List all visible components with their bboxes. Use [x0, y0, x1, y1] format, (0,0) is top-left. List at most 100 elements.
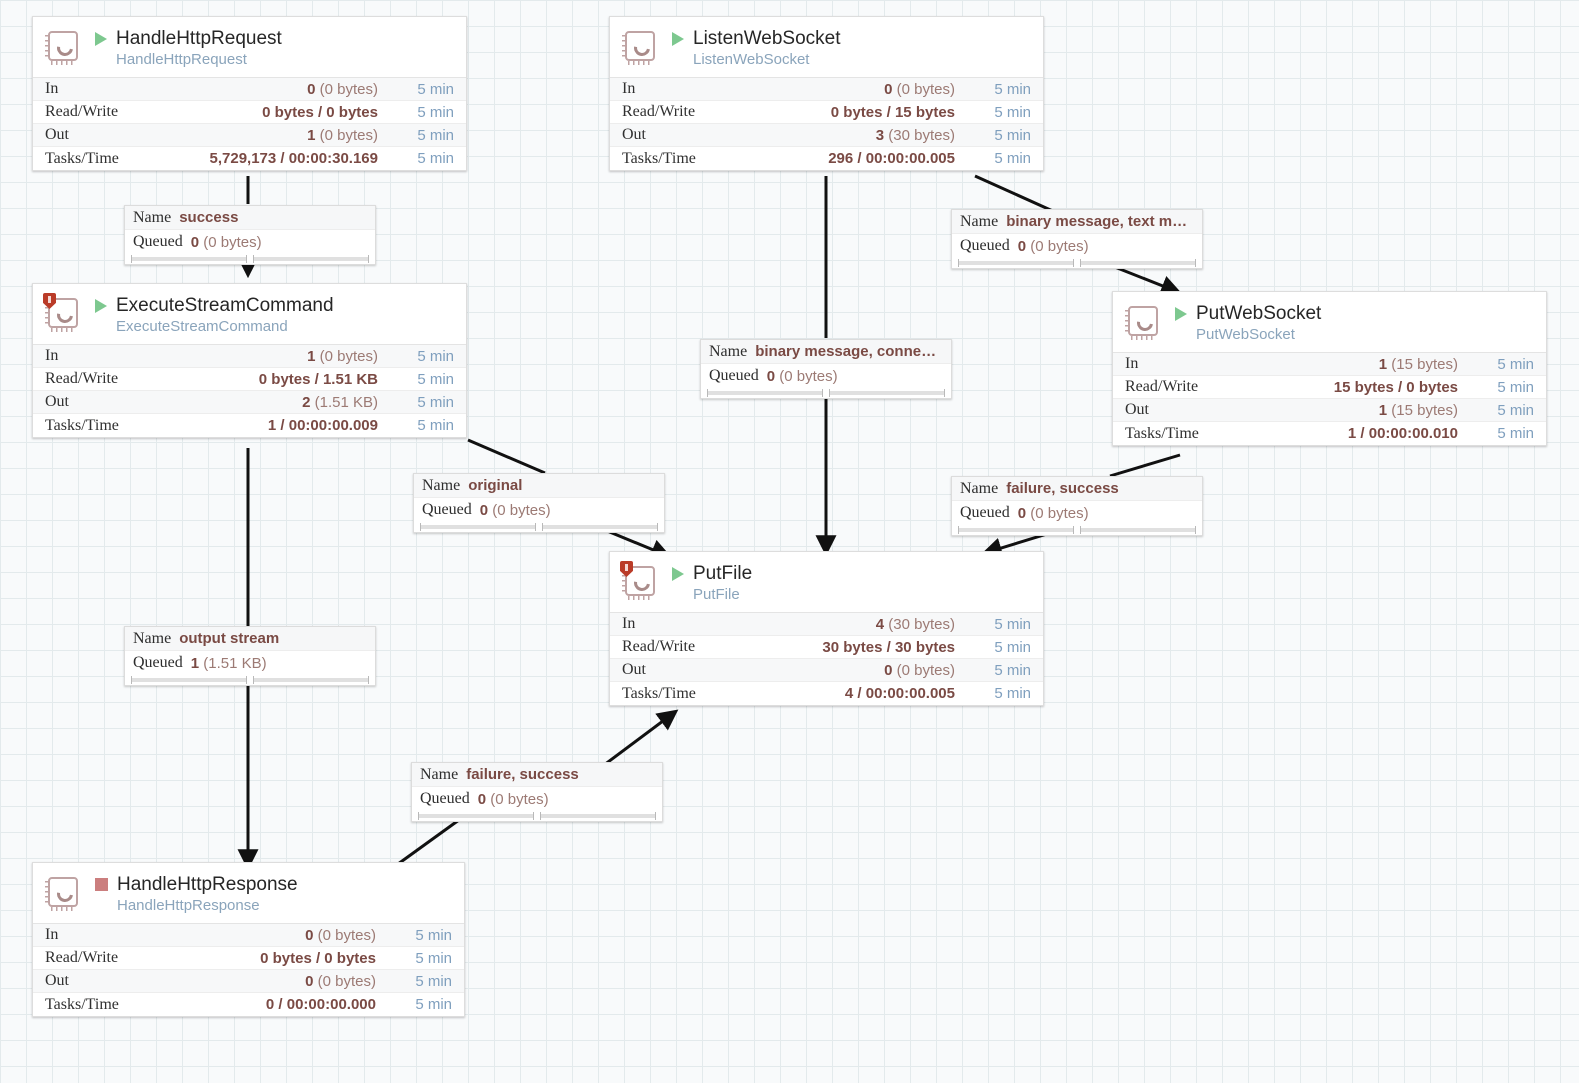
stat-value-in: 0 (0 bytes) — [307, 80, 378, 98]
connection-label-output-stream[interactable]: Name output stream Queued 1 (1.51 KB) — [124, 626, 376, 686]
queue-count-bar — [420, 523, 536, 531]
stat-label-read-write: Read/Write — [622, 638, 696, 655]
processor-node-execute-stream-command[interactable]: ExecuteStreamCommand ExecuteStreamComman… — [32, 283, 467, 438]
stat-time-out: 5 min — [994, 661, 1031, 679]
stat-value-in: 1 (0 bytes) — [307, 347, 378, 365]
connection-label-success[interactable]: Name success Queued 0 (0 bytes) — [124, 205, 376, 265]
connection-queued-row: Queued 0 (0 bytes) — [952, 234, 1202, 258]
stat-label-out: Out — [45, 393, 69, 410]
connection-name-row: Name failure, success — [952, 477, 1202, 501]
stat-value-out: 3 (30 bytes) — [875, 126, 955, 144]
processor-stats: In 0 (0 bytes) 5 min Read/Write 0 bytes … — [33, 923, 464, 1016]
connection-label-binary-text[interactable]: Name binary message, text me… Queued 0 (… — [951, 209, 1203, 269]
processor-name: HandleHttpResponse — [117, 874, 298, 895]
processor-header[interactable]: ListenWebSocket ListenWebSocket — [610, 17, 1043, 77]
connection-name-value: output stream — [179, 630, 280, 647]
edge-executestream-to-label-original — [467, 438, 546, 475]
stat-row-out: Out 1 (0 bytes) 5 min — [33, 124, 466, 147]
run-status-play-icon[interactable] — [95, 299, 107, 313]
connection-queued-value: 0 (0 bytes) — [477, 790, 549, 808]
connection-name-key: Name — [133, 208, 172, 226]
stat-time-out: 5 min — [417, 126, 454, 144]
connection-queue-bars — [952, 258, 1202, 268]
stat-time-tasks-time: 5 min — [994, 150, 1031, 167]
connection-queued-key: Queued — [709, 367, 759, 384]
processor-header[interactable]: HandleHttpRequest HandleHttpRequest — [33, 17, 466, 77]
queue-size-bar — [1080, 526, 1196, 534]
connection-name-value: binary message, text me… — [1006, 213, 1194, 230]
processor-name: ExecuteStreamCommand — [116, 295, 334, 316]
bulletin-indicator-icon[interactable] — [43, 293, 56, 309]
stat-value-read-write: 30 bytes / 30 bytes — [822, 638, 955, 656]
processor-type: HandleHttpRequest — [116, 51, 247, 68]
connection-name-value: failure, success — [1006, 480, 1119, 497]
run-status-stop-icon[interactable] — [95, 878, 108, 891]
stat-time-in: 5 min — [417, 80, 454, 98]
bulletin-indicator-icon[interactable] — [620, 561, 633, 577]
run-status-play-icon[interactable] — [672, 32, 684, 46]
connection-name-row: Name success — [125, 206, 375, 230]
processor-node-listen-web-socket[interactable]: ListenWebSocket ListenWebSocket In 0 (0 … — [609, 16, 1044, 171]
processor-node-put-file[interactable]: PutFile PutFile In 4 (30 bytes) 5 min Re… — [609, 551, 1044, 706]
connection-name-row: Name output stream — [125, 627, 375, 651]
stat-row-read-write: Read/Write 30 bytes / 30 bytes 5 min — [610, 636, 1043, 659]
queue-count-bar — [958, 259, 1074, 267]
connection-queue-bars — [412, 811, 662, 821]
connection-name-value: original — [468, 477, 523, 494]
queue-size-bar — [253, 255, 369, 263]
run-status-play-icon[interactable] — [1175, 307, 1187, 321]
run-status-play-icon[interactable] — [95, 32, 107, 46]
stat-time-tasks-time: 5 min — [417, 150, 454, 167]
connection-queue-bars — [125, 254, 375, 264]
queue-size-bar — [542, 523, 658, 531]
stat-value-tasks-time: 5,729,173 / 00:00:30.169 — [209, 150, 378, 167]
processor-chip-icon — [620, 561, 660, 602]
stat-value-in: 0 (0 bytes) — [884, 80, 955, 98]
stat-row-out: Out 2 (1.51 KB) 5 min — [33, 391, 466, 414]
stat-time-out: 5 min — [417, 393, 454, 411]
connection-label-failure-success-file[interactable]: Name failure, success Queued 0 (0 bytes) — [411, 762, 663, 822]
connection-label-binary-connect[interactable]: Name binary message, connect… Queued 0 (… — [700, 339, 952, 399]
stat-label-out: Out — [622, 661, 646, 678]
processor-type: PutWebSocket — [1196, 326, 1295, 343]
stat-value-tasks-time: 4 / 00:00:00.005 — [844, 685, 955, 702]
processor-chip-icon — [43, 293, 83, 334]
queue-count-bar — [131, 255, 247, 263]
connection-queue-bars — [414, 522, 664, 532]
processor-node-handle-http-request[interactable]: HandleHttpRequest HandleHttpRequest In 0… — [32, 16, 467, 171]
stat-value-read-write: 15 bytes / 0 bytes — [1333, 378, 1458, 396]
stat-row-out: Out 3 (30 bytes) 5 min — [610, 124, 1043, 147]
connection-label-failure-success-websocket[interactable]: Name failure, success Queued 0 (0 bytes) — [951, 476, 1203, 536]
queue-count-bar — [958, 526, 1074, 534]
processor-node-put-web-socket[interactable]: PutWebSocket PutWebSocket In 1 (15 bytes… — [1112, 291, 1547, 446]
stat-time-read-write: 5 min — [417, 370, 454, 388]
processor-chip-icon — [43, 873, 83, 913]
processor-node-handle-http-response[interactable]: HandleHttpResponse HandleHttpResponse In… — [32, 862, 465, 1017]
stat-time-in: 5 min — [994, 615, 1031, 633]
processor-header[interactable]: ExecuteStreamCommand ExecuteStreamComman… — [33, 284, 466, 344]
queue-size-bar — [540, 812, 656, 820]
stat-label-out: Out — [1125, 401, 1149, 418]
stat-time-read-write: 5 min — [1497, 378, 1534, 396]
connection-queued-value: 0 (0 bytes) — [1017, 237, 1089, 255]
stat-value-read-write: 0 bytes / 0 bytes — [262, 103, 378, 121]
stat-label-read-write: Read/Write — [45, 103, 119, 120]
connection-name-key: Name — [960, 212, 999, 230]
connection-queued-value: 0 (0 bytes) — [766, 367, 838, 385]
stat-time-read-write: 5 min — [994, 103, 1031, 121]
queue-count-bar — [418, 812, 534, 820]
run-status-play-icon[interactable] — [672, 567, 684, 581]
connection-queued-key: Queued — [420, 790, 470, 807]
processor-header[interactable]: PutFile PutFile — [610, 552, 1043, 612]
processor-chip-icon — [1123, 302, 1163, 342]
stat-row-read-write: Read/Write 0 bytes / 1.51 KB 5 min — [33, 368, 466, 391]
stat-label-in: In — [622, 80, 636, 97]
stat-row-in: In 1 (15 bytes) 5 min — [1113, 353, 1546, 376]
processor-header[interactable]: HandleHttpResponse HandleHttpResponse — [33, 863, 464, 923]
connection-label-original[interactable]: Name original Queued 0 (0 bytes) — [413, 473, 665, 533]
stat-value-in: 4 (30 bytes) — [875, 615, 955, 633]
stat-row-in: In 0 (0 bytes) 5 min — [33, 78, 466, 101]
processor-header[interactable]: PutWebSocket PutWebSocket — [1113, 292, 1546, 352]
stat-label-tasks-time: Tasks/Time — [622, 149, 696, 167]
